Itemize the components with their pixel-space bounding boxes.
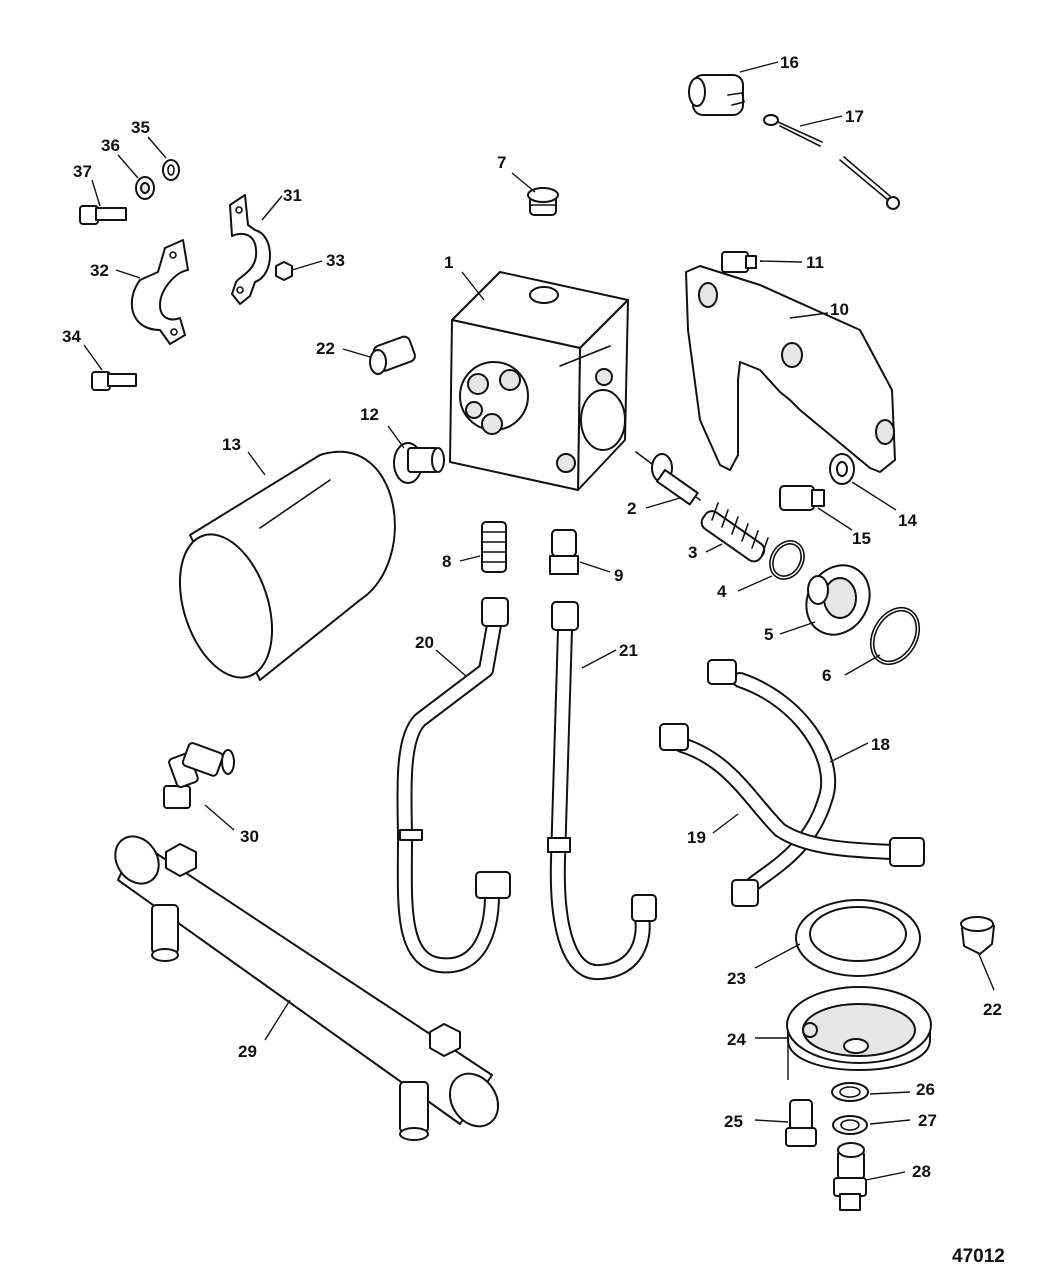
part-24-filter-adapter xyxy=(786,986,932,1071)
callout-15: 15 xyxy=(852,529,871,548)
part-34-bolt xyxy=(91,371,137,391)
callout-37: 37 xyxy=(73,162,92,181)
part-10-mounting-bracket xyxy=(685,265,896,473)
part-28-oil-pressure-sender xyxy=(833,1142,867,1211)
callout-22-upper: 22 xyxy=(316,339,335,358)
part-33-nut xyxy=(275,261,293,281)
part-25-fitting xyxy=(785,1099,817,1147)
callout-9: 9 xyxy=(614,566,623,585)
part-16-temperature-sender xyxy=(688,74,745,116)
leader-lines xyxy=(83,61,995,1181)
part-22-fitting-lower xyxy=(960,916,995,955)
part-31-clamp xyxy=(229,194,271,305)
callout-28: 28 xyxy=(912,1162,931,1181)
part-30-elbow-fitting xyxy=(163,742,235,809)
part-36-washer xyxy=(135,176,155,200)
callout-33: 33 xyxy=(326,251,345,270)
part-22-fitting-upper xyxy=(369,335,416,375)
part-19-hose xyxy=(659,723,925,867)
callout-36: 36 xyxy=(101,136,120,155)
callout-7: 7 xyxy=(497,153,506,172)
part-27-washer xyxy=(832,1115,868,1135)
part-2-stem xyxy=(635,451,701,506)
callout-22-lower: 22 xyxy=(983,1000,1002,1019)
callout-20: 20 xyxy=(415,633,434,652)
part-21-hose xyxy=(547,601,657,981)
callout-18: 18 xyxy=(871,735,890,754)
part-23-gasket xyxy=(795,899,921,977)
callout-23: 23 xyxy=(727,969,746,988)
callout-21: 21 xyxy=(619,641,638,660)
callout-2: 2 xyxy=(627,499,636,518)
callout-31: 31 xyxy=(283,186,302,205)
callout-labels: 1 2 3 4 5 6 7 8 9 10 11 12 13 14 15 16 1… xyxy=(62,53,1002,1181)
part-8-fitting xyxy=(481,521,507,573)
callout-5: 5 xyxy=(764,625,773,644)
callout-1: 1 xyxy=(444,253,453,272)
callout-3: 3 xyxy=(688,543,697,562)
callout-11: 11 xyxy=(806,253,824,272)
callout-30: 30 xyxy=(240,827,259,846)
callout-12: 12 xyxy=(360,405,379,424)
callout-35: 35 xyxy=(131,118,150,137)
part-32-clamp xyxy=(130,239,189,345)
callout-8: 8 xyxy=(442,552,451,571)
part-15-bolt xyxy=(779,485,825,511)
callout-32: 32 xyxy=(90,261,109,280)
part-18-hose xyxy=(707,659,837,907)
part-35-lock-washer xyxy=(162,159,180,181)
callout-10: 10 xyxy=(830,300,849,319)
part-3-spring xyxy=(700,502,769,563)
part-1-adapter-block xyxy=(449,271,629,491)
part-6-retaining-ring xyxy=(869,606,921,666)
part-37-bolt xyxy=(79,205,127,225)
part-4-o-ring xyxy=(769,540,805,580)
part-7-plug xyxy=(527,187,559,216)
part-14-washer xyxy=(829,453,855,485)
callout-25: 25 xyxy=(724,1112,743,1131)
callout-19: 19 xyxy=(687,828,706,847)
callout-17: 17 xyxy=(845,107,864,126)
part-9-fitting xyxy=(549,529,579,575)
part-20-hose xyxy=(396,597,511,974)
callout-29: 29 xyxy=(238,1042,257,1061)
part-11-screw xyxy=(721,251,757,273)
part-29-oil-cooler xyxy=(114,835,500,1141)
figure-number: 47012 xyxy=(952,1246,1005,1267)
part-17-wire-lead xyxy=(763,114,900,210)
part-12-fitting xyxy=(393,442,445,484)
callout-14: 14 xyxy=(898,511,917,530)
part-5-thermostat xyxy=(805,564,871,636)
callout-34: 34 xyxy=(62,327,81,346)
callout-27: 27 xyxy=(918,1111,937,1130)
part-26-washer xyxy=(831,1082,869,1102)
callout-4: 4 xyxy=(717,582,727,601)
callout-24: 24 xyxy=(727,1030,746,1049)
callout-26: 26 xyxy=(916,1080,935,1099)
callout-6: 6 xyxy=(822,666,831,685)
callout-16: 16 xyxy=(780,53,799,72)
part-13-oil-filter xyxy=(178,451,396,681)
callout-13: 13 xyxy=(222,435,241,454)
